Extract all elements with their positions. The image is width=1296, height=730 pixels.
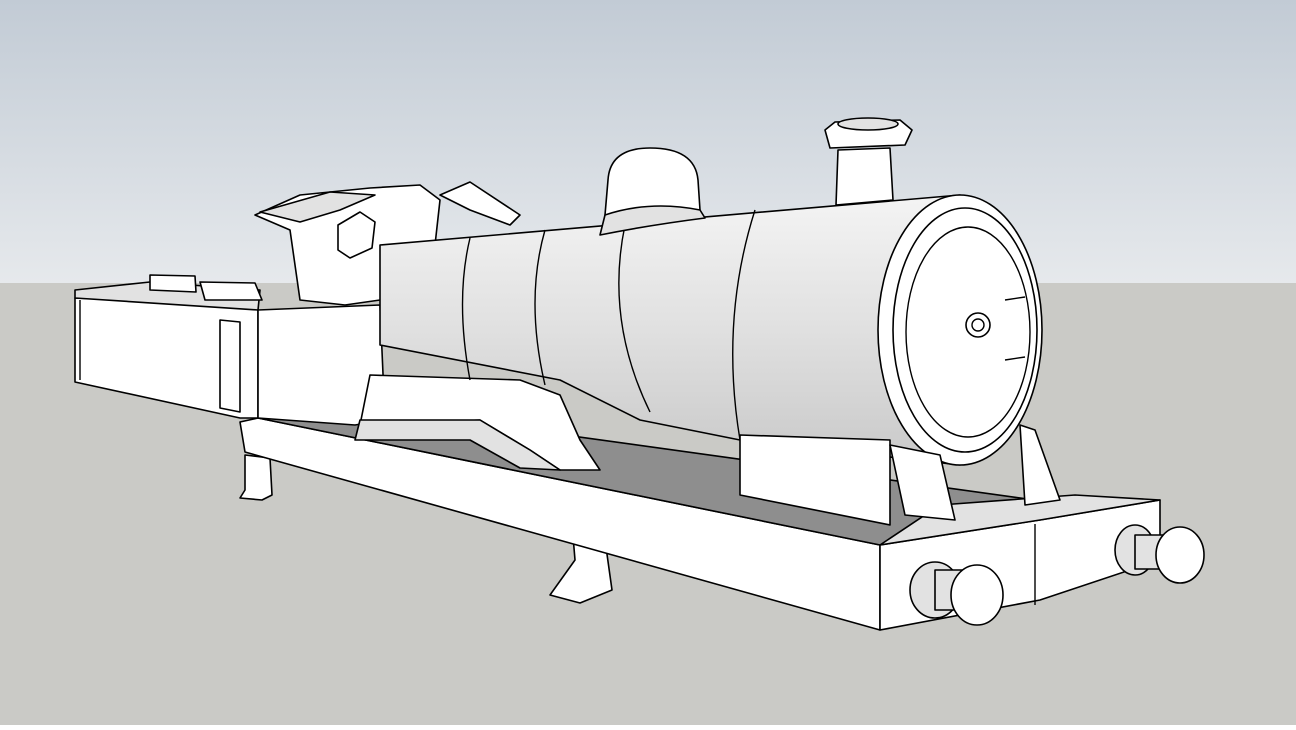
smokebox-handle bbox=[965, 312, 991, 338]
locomotive-model[interactable] bbox=[74, 117, 1205, 631]
chimney bbox=[824, 117, 913, 206]
buffer-right bbox=[1114, 524, 1205, 584]
tender bbox=[74, 274, 263, 419]
dome bbox=[599, 147, 706, 236]
splasher bbox=[354, 374, 601, 471]
boiler bbox=[379, 194, 961, 526]
buffer-left bbox=[909, 561, 1004, 626]
smokebox bbox=[877, 194, 1061, 521]
